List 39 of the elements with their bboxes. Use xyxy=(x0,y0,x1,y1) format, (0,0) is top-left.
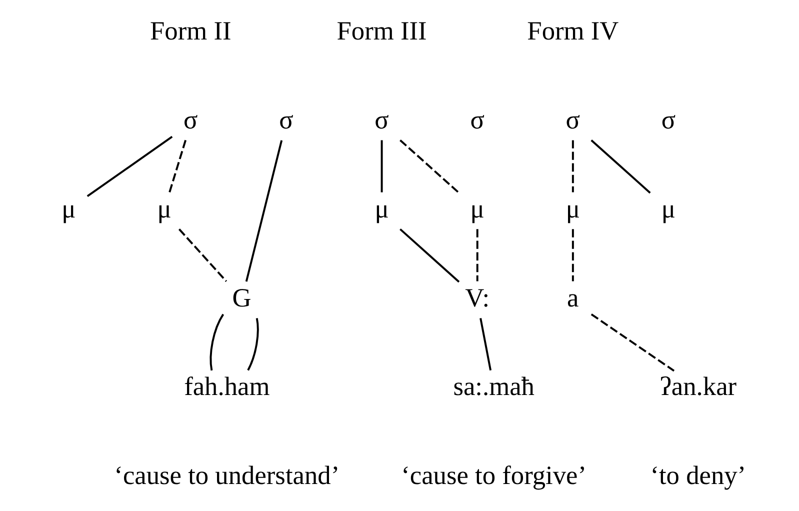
connector xyxy=(245,140,283,282)
connector xyxy=(168,140,187,193)
connector xyxy=(178,228,228,282)
label: Form III xyxy=(336,16,427,46)
node-text: σ xyxy=(470,105,484,134)
node-text: ʔan.kar xyxy=(660,372,737,402)
node-text: σ xyxy=(374,105,389,134)
node-text: μ xyxy=(566,194,580,224)
connector xyxy=(400,139,460,194)
connector xyxy=(247,318,259,371)
node-text: μ xyxy=(470,194,484,224)
node-text: σ xyxy=(184,105,198,134)
node-text: μ xyxy=(374,194,389,224)
connector xyxy=(480,318,492,370)
connector xyxy=(86,136,173,198)
connector xyxy=(590,139,651,194)
node-text: μ xyxy=(62,194,76,224)
connector xyxy=(210,314,224,371)
node-text: G xyxy=(232,283,252,312)
node-text: σ xyxy=(661,105,676,134)
node-text: sa:.maħ xyxy=(453,372,534,402)
node-text: μ xyxy=(157,194,172,224)
node-text: μ xyxy=(661,194,676,224)
label: Form IV xyxy=(527,16,619,46)
label: ‘to deny’ xyxy=(650,461,746,490)
node-text: V: xyxy=(465,283,490,312)
node-text: σ xyxy=(566,105,580,134)
connector xyxy=(476,229,478,282)
label: Form II xyxy=(150,16,232,46)
node-text: fah.ham xyxy=(184,372,270,402)
label: ‘cause to understand’ xyxy=(114,461,340,490)
connector xyxy=(572,229,574,282)
connector xyxy=(590,313,675,372)
label: ‘cause to forgive’ xyxy=(401,461,587,490)
node-text: a xyxy=(567,283,579,312)
connector xyxy=(572,140,574,192)
connector xyxy=(400,228,460,283)
node-text: σ xyxy=(279,105,294,134)
connector xyxy=(380,140,383,192)
